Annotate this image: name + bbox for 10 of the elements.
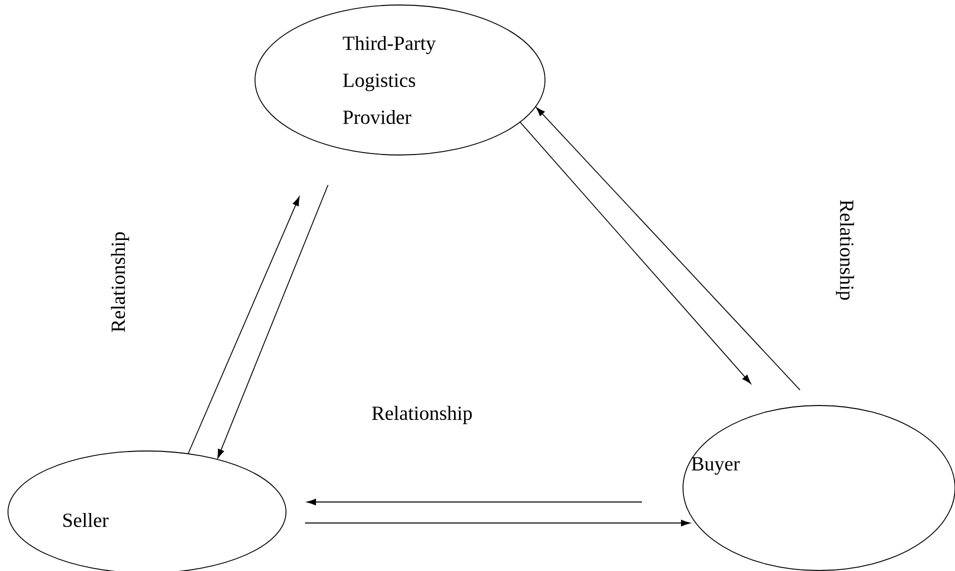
arrow — [536, 107, 800, 390]
arrow — [217, 184, 328, 458]
arrow — [188, 196, 300, 454]
relationship-label: Relationship — [372, 406, 472, 424]
arrow — [304, 520, 690, 526]
relationship-label: Relationship — [836, 200, 854, 300]
arrow — [520, 122, 752, 384]
relationship-label: Relationship — [110, 232, 130, 332]
arrow — [306, 498, 642, 506]
ellipse-node: Third-Party Logistics Provider — [254, 4, 546, 156]
